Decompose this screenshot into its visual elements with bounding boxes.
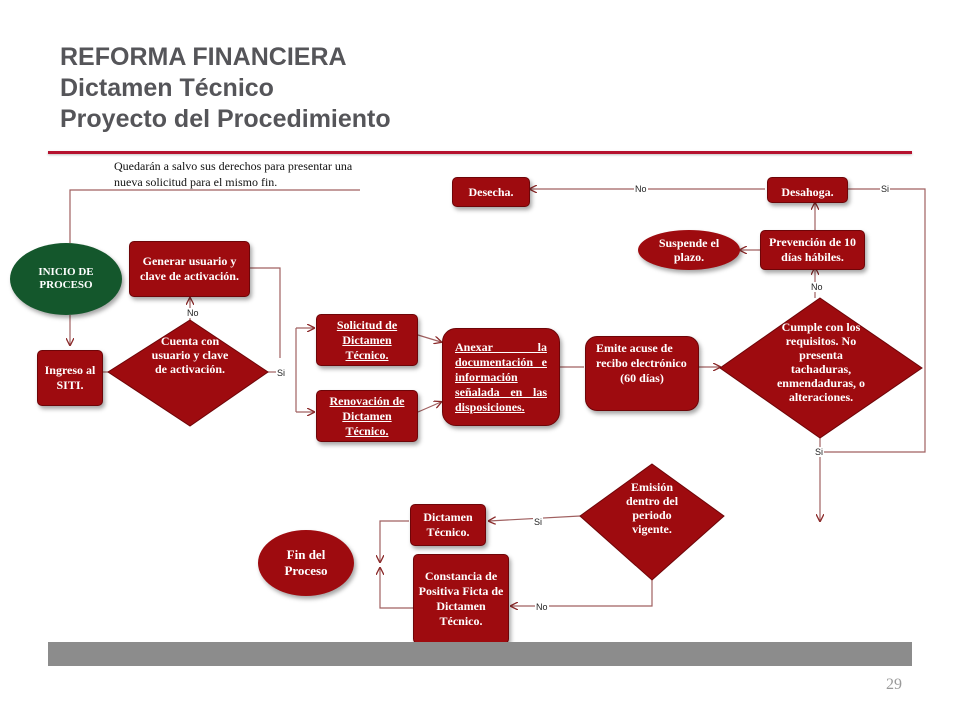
- title-line-1: REFORMA FINANCIERA: [60, 43, 347, 71]
- label-no-cumple: No: [810, 282, 824, 292]
- connector-solicitud-anexar: [417, 334, 441, 342]
- end-node: Fin del Proceso: [258, 530, 354, 596]
- cuenta-diamond: [107, 319, 269, 427]
- label-no-emision: No: [535, 602, 549, 612]
- connector-constancia-fin: [380, 568, 413, 609]
- anexar-box: Anexar la documentación e información se…: [442, 328, 560, 426]
- suspende-label: Suspende el plazo.: [658, 236, 720, 264]
- generar-box: Generar usuario y clave de activación.: [129, 241, 250, 297]
- prevencion-box: Prevención de 10 días hábiles.: [760, 230, 865, 270]
- desecha-box: Desecha.: [452, 177, 530, 207]
- start-node-label: INICIO DE PROCESO: [38, 266, 94, 291]
- suspende-node: Suspende el plazo.: [638, 230, 740, 270]
- renovacion-box: Renovación de Dictamen Técnico.: [316, 390, 418, 442]
- label-si-cuenta: Si: [276, 368, 287, 378]
- emite-label: Emite acuse de recibo electrónico: [596, 341, 687, 370]
- connector-generar-right: [250, 267, 281, 358]
- connector-dictamen-fin: [380, 520, 409, 562]
- prevencion-label: Prevención de 10 días hábiles.: [768, 235, 857, 264]
- label-si-cumple: Si: [814, 447, 825, 457]
- ingreso-label: Ingreso al SITI.: [44, 363, 96, 392]
- emite-days: (60 días): [620, 371, 664, 385]
- constancia-box: Constancia de Positiva Ficta de Dictamen…: [413, 554, 509, 644]
- slide-title: REFORMA FINANCIERA Dictamen Técnico Proy…: [60, 42, 391, 135]
- start-node: INICIO DE PROCESO: [10, 243, 122, 315]
- constancia-label: Constancia de Positiva Ficta de Dictamen…: [418, 569, 504, 628]
- connector-inicio-top: [69, 189, 360, 243]
- cumple-diamond: [719, 297, 923, 439]
- ingreso-box: Ingreso al SITI.: [37, 350, 103, 406]
- label-si-emision: Si: [533, 517, 544, 527]
- title-divider: [48, 151, 912, 154]
- label-no-cuenta: No: [186, 308, 200, 318]
- desecha-label: Desecha.: [468, 184, 514, 199]
- dictamen-label: Dictamen Técnico.: [423, 510, 473, 539]
- connector-renovacion-anexar: [417, 402, 441, 413]
- end-node-label: Fin del Proceso: [284, 547, 328, 578]
- cuenta-label: Cuenta con usuario y clave de activación…: [151, 334, 229, 376]
- emision-label: Emisión dentro del periodo vigente.: [625, 480, 679, 536]
- page-number: 29: [886, 676, 902, 693]
- desahoga-box: Desahoga.: [767, 177, 848, 203]
- emite-box: Emite acuse de recibo electrónico (60 dí…: [585, 336, 699, 411]
- label-si-desahoga: Si: [880, 184, 891, 194]
- cumple-label: Cumple con los requisitos. No presenta t…: [776, 320, 865, 404]
- connector-emision-constancia: [511, 580, 653, 606]
- renovacion-label: Renovación de Dictamen Técnico.: [329, 393, 405, 438]
- solicitud-label: Solicitud de Dictamen Técnico.: [336, 317, 398, 362]
- note-text: Quedarán a salvo sus derechos para prese…: [114, 159, 353, 189]
- generar-label: Generar usuario y clave de activación.: [140, 254, 239, 283]
- title-line-3: Proyecto del Procedimiento: [60, 105, 391, 133]
- title-line-2: Dictamen Técnico: [60, 74, 274, 102]
- footer-bar: [48, 642, 912, 666]
- desahoga-label: Desahoga.: [781, 185, 834, 199]
- solicitud-box: Solicitud de Dictamen Técnico.: [316, 314, 418, 366]
- emision-diamond: [579, 463, 725, 581]
- label-no-desecha: No: [634, 184, 648, 194]
- dictamen-box: Dictamen Técnico.: [410, 504, 486, 546]
- anexar-label: Anexar la documentación e información se…: [455, 339, 547, 414]
